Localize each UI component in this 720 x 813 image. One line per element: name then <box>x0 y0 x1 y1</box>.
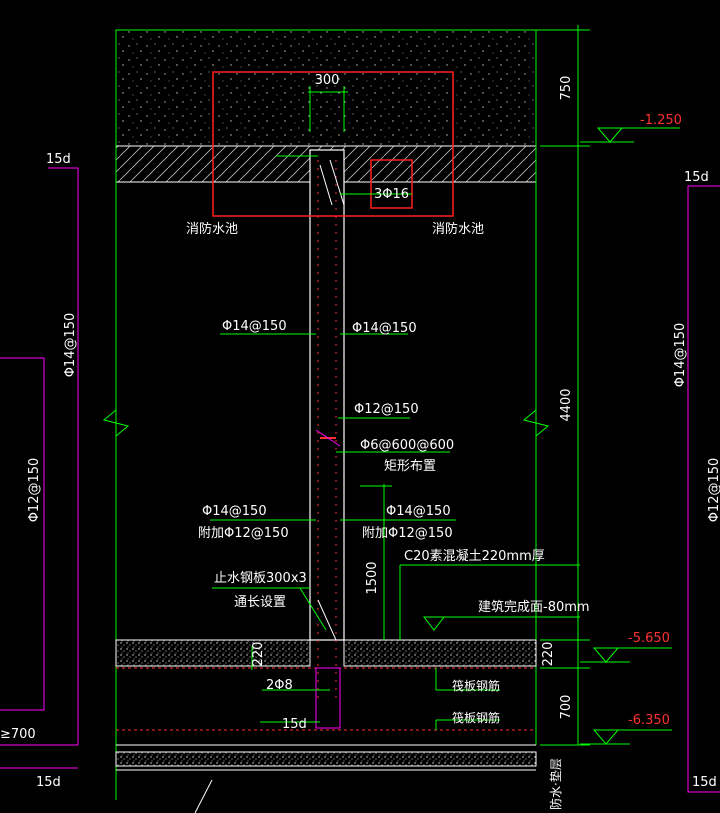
label-bar-left-1: Φ14@150 <box>222 319 287 334</box>
dim-1500: 1500 <box>365 561 380 594</box>
label-waterstop-b: 通长设置 <box>234 595 286 610</box>
left-bar-1: Φ14@150 <box>63 313 78 378</box>
dim-220-right: 220 <box>541 642 556 667</box>
elevation-marker-3 <box>580 729 672 745</box>
label-bottom-note: 防水·垫层 <box>548 758 563 810</box>
dim-700: 700 <box>559 695 574 720</box>
left-side-detail <box>0 167 79 769</box>
left-15d-top: 15d <box>46 152 71 167</box>
label-bar-left-3: Φ14@150 <box>202 504 267 519</box>
elevation-3: -6.350 <box>628 713 670 728</box>
side-walls <box>102 30 550 800</box>
left-bar-2: Φ12@150 <box>27 458 42 523</box>
label-anchor-15d: 15d <box>282 717 307 732</box>
dim-4400: 4400 <box>559 388 574 421</box>
label-concrete: C20素混凝土220mm厚 <box>404 548 545 564</box>
label-raft-bars-2: 筏板钢筋 <box>452 710 500 725</box>
right-15d-top: 15d <box>684 170 709 185</box>
right-bar-1: Φ14@150 <box>673 323 688 388</box>
elevation-marker-2 <box>580 647 672 663</box>
top-soil <box>115 29 540 147</box>
dim-300: 300 <box>315 73 340 88</box>
label-bar-right-1: Φ14@150 <box>352 321 417 336</box>
label-raft-bars-1: 筏板钢筋 <box>452 678 500 693</box>
label-pool-right: 消防水池 <box>432 221 484 237</box>
right-15d-bot: 15d <box>692 775 717 790</box>
dim-300-line <box>308 86 348 132</box>
right-bar-2: Φ12@150 <box>707 458 720 523</box>
label-bar-right-3b: 附加Φ12@150 <box>362 526 453 541</box>
label-tie-bar: Φ6@600@600 <box>360 438 454 453</box>
partition-wall <box>309 149 345 700</box>
elevation-1: -1.250 <box>640 113 682 128</box>
label-bar-right-3: Φ14@150 <box>386 504 451 519</box>
elevation-2: -5.650 <box>628 631 670 646</box>
dim-220-left: 220 <box>251 642 266 667</box>
elevation-marker-1 <box>580 127 680 143</box>
highlight-boxes <box>212 71 454 217</box>
label-bar-left-3b: 附加Φ12@150 <box>198 526 289 541</box>
label-pool-left: 消防水池 <box>186 221 238 237</box>
label-tie-layout: 矩形布置 <box>384 459 436 474</box>
right-dimension-line <box>540 25 590 746</box>
right-side-detail <box>687 185 720 793</box>
floor-concrete <box>115 639 537 813</box>
label-bar-right-2: Φ12@150 <box>354 402 419 417</box>
label-waterstop: 止水钢板300x3 <box>214 571 307 586</box>
left-700: ≥700 <box>0 727 36 742</box>
dim-750: 750 <box>559 76 574 101</box>
label-finish-floor: 建筑完成面-80mm <box>478 599 590 615</box>
label-bars-2: 2Φ8 <box>266 678 293 693</box>
leaders <box>210 155 580 730</box>
label-top-bars: 3Φ16 <box>374 187 409 202</box>
left-15d-bot: 15d <box>36 775 61 790</box>
